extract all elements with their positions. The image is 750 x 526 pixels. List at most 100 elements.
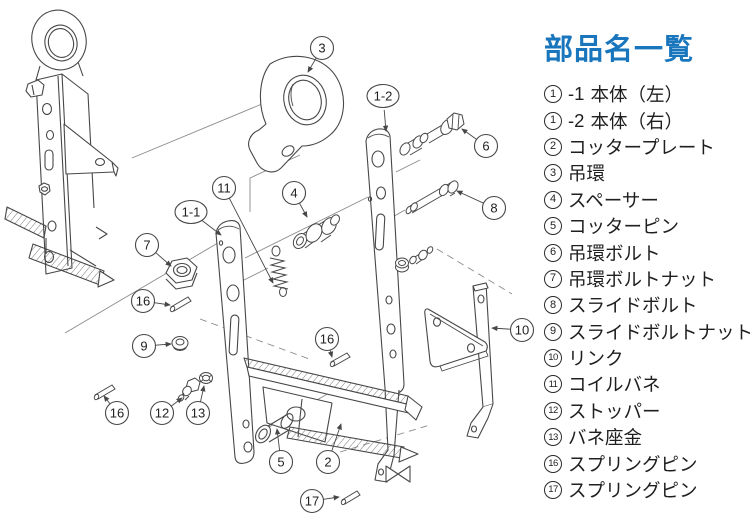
callout-10: 10	[491, 317, 535, 343]
svg-text:1-1: 1-1	[182, 205, 201, 220]
svg-text:3: 3	[318, 41, 325, 56]
callout-7: 7	[134, 232, 172, 267]
part-number-badge: 4	[544, 190, 562, 209]
part-number-badge: 10	[544, 349, 562, 368]
part-name: 吊環	[568, 163, 606, 185]
part-spring-pin-17	[340, 490, 361, 506]
svg-text:11: 11	[217, 181, 231, 196]
part-name: スライドボルトナット	[568, 321, 750, 343]
part-name: 本体（右）	[590, 110, 683, 132]
parts-list-title: 部品名一覧	[544, 34, 695, 66]
part-name: リンク	[568, 348, 624, 370]
callout-6: 6	[461, 128, 499, 159]
svg-text:13: 13	[191, 406, 205, 421]
svg-text:12: 12	[155, 406, 169, 421]
assembled-clamp-view	[4, 9, 119, 288]
parts-list-item: 9 スライドボルトナット	[544, 319, 750, 345]
parts-list-item: 16 スプリングピン	[544, 450, 748, 476]
callout-2: 2	[315, 423, 342, 475]
svg-text:17: 17	[305, 494, 319, 509]
part-number-badge: 1	[544, 111, 562, 130]
callout-8: 8	[456, 190, 507, 221]
part-number-badge: 11	[544, 375, 562, 394]
part-number-suffix: -1	[568, 83, 585, 105]
part-spring-pin-16b	[93, 384, 116, 401]
parts-list-item: 5 コッターピン	[544, 213, 748, 239]
part-number-badge: 9	[544, 322, 562, 341]
part-eye-ring	[248, 55, 345, 173]
part-number-badge: 3	[544, 164, 562, 183]
part-body-right-plate	[365, 128, 411, 483]
part-number-badge: 13	[544, 428, 562, 447]
part-name: スペーサー	[568, 189, 659, 211]
callout-13: 13	[185, 385, 211, 426]
part-name: スライドボルト	[568, 295, 698, 317]
callout-16: 16	[103, 395, 130, 426]
part-cotter-plate	[243, 357, 423, 463]
callout-1-1: 1-1	[174, 199, 222, 236]
parts-list-item: 12 ストッパー	[544, 398, 748, 424]
part-number-badge: 8	[544, 296, 562, 315]
svg-text:4: 4	[290, 186, 297, 201]
callout-1-2: 1-2	[366, 83, 400, 132]
callout-17: 17	[299, 488, 340, 514]
part-link	[424, 282, 494, 439]
part-coil-spring	[269, 245, 289, 297]
part-number-badge: 7	[544, 269, 562, 288]
part-body-left-plate	[215, 220, 255, 464]
svg-text:16: 16	[136, 294, 150, 309]
part-number-badge: 16	[544, 454, 562, 473]
part-nut-9	[171, 336, 189, 351]
part-number-badge: 1	[544, 85, 562, 104]
svg-text:1-2: 1-2	[374, 89, 393, 104]
part-number-badge: 2	[544, 137, 562, 156]
part-name: 吊環ボルト	[568, 242, 661, 264]
parts-list-item: 7 吊環ボルトナット	[544, 266, 748, 292]
part-name: 吊環ボルトナット	[568, 268, 717, 290]
svg-text:10: 10	[515, 323, 529, 338]
callout-12: 12	[149, 397, 183, 426]
svg-text:7: 7	[143, 238, 150, 253]
part-name: バネ座金	[568, 427, 643, 449]
part-number-badge: 17	[544, 481, 562, 500]
part-number-badge: 12	[544, 401, 562, 420]
callout-9: 9	[131, 333, 172, 359]
parts-list-item: 4 スペーサー	[544, 187, 748, 213]
parts-list-item: 11 コイルバネ	[544, 371, 748, 397]
part-name: ストッパー	[568, 400, 661, 422]
part-number-badge: 5	[544, 217, 562, 236]
part-name: コッタープレート	[568, 136, 715, 158]
part-name: 本体（左）	[590, 84, 683, 106]
part-name: スプリングピン	[568, 453, 698, 475]
parts-list-item: 8 スライドボルト	[544, 292, 748, 318]
part-nut-7	[165, 257, 198, 290]
parts-list-item: 3 吊環	[544, 160, 748, 186]
svg-text:16: 16	[110, 406, 124, 421]
svg-text:6: 6	[482, 139, 489, 154]
svg-text:2: 2	[324, 455, 331, 470]
callout-3: 3	[307, 35, 335, 73]
callout-4: 4	[281, 180, 308, 218]
part-name: コイルバネ	[568, 374, 661, 396]
callout-16: 16	[130, 288, 171, 314]
part-number-suffix: -2	[568, 109, 585, 131]
svg-text:8: 8	[490, 201, 497, 216]
callout-11: 11	[211, 175, 274, 284]
part-name: コッターピン	[568, 216, 680, 238]
part-step-pin	[409, 246, 434, 265]
svg-text:5: 5	[277, 455, 284, 470]
callout-5: 5	[268, 428, 294, 475]
parts-list-item: 10 リンク	[544, 345, 748, 371]
part-spring-pin-16c	[329, 352, 351, 368]
part-slide-bolt	[405, 180, 459, 215]
part-spring-pin-16a	[169, 296, 192, 313]
part-spring-washer	[199, 372, 213, 384]
